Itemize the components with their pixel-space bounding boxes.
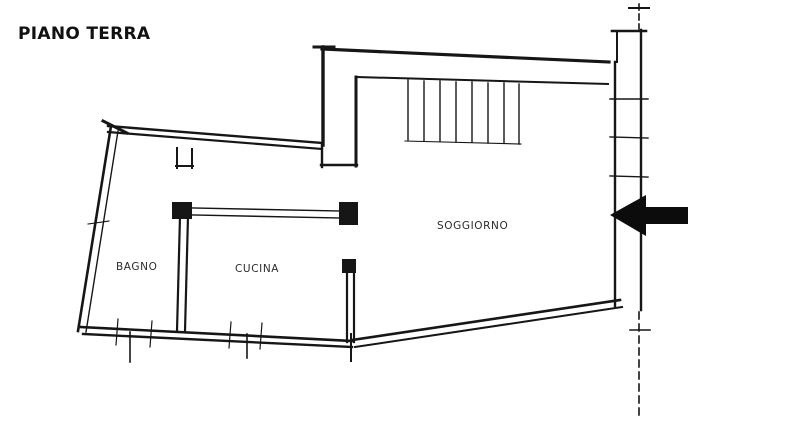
page-title: PIANO TERRA xyxy=(18,24,151,44)
room-label-soggiorno: SOGGIORNO xyxy=(437,220,509,232)
entrance-arrow-icon xyxy=(610,195,688,236)
outer-walls xyxy=(76,28,648,349)
window-ticks xyxy=(87,7,651,363)
room-label-bagno: BAGNO xyxy=(116,261,158,273)
stairs xyxy=(404,79,522,145)
interior-walls xyxy=(172,147,358,362)
room-label-cucina: CUCINA xyxy=(235,263,280,275)
